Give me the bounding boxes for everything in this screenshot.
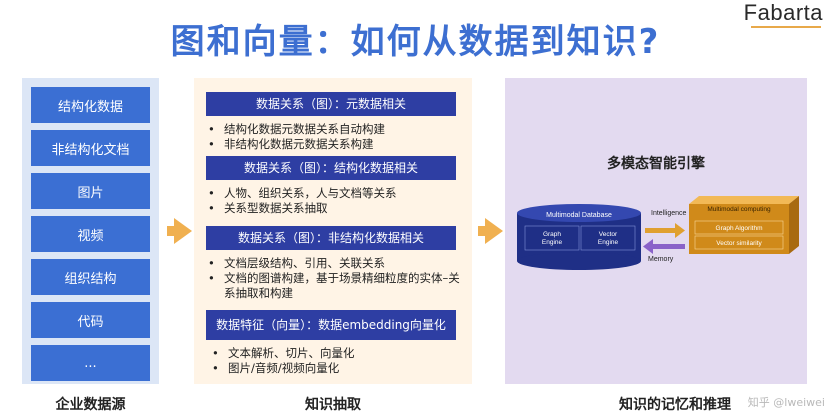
- page-title: 图和向量：如何从数据到知识?: [170, 22, 661, 62]
- vector-similarity-box: [694, 235, 784, 250]
- bullet: 结构化数据元数据关系自动构建: [224, 122, 385, 136]
- flow-arrow-2-bar: [478, 226, 486, 236]
- source-item-structured: 结构化数据: [31, 87, 150, 123]
- flow-arrow-1-icon: [174, 218, 192, 244]
- graph-algorithm-box: [694, 220, 784, 235]
- section-bullets-structured: •人物、组织关系，人与文档等关系 •关系型数据关系抽取: [208, 186, 397, 215]
- bullet: 文档的图谱构建，基于场景精细粒度的实体–关系抽取和构建: [224, 271, 460, 300]
- flow-arrow-1-bar: [167, 226, 175, 236]
- graph-algorithm-label: Graph Algorithm: [716, 225, 763, 232]
- bullet: 关系型数据关系抽取: [224, 201, 328, 215]
- reasoning-label: 知识的记忆和推理: [619, 397, 731, 413]
- source-item-unstructured: 非结构化文档: [31, 130, 150, 166]
- graph-engine-line: Engine: [542, 239, 563, 246]
- brand-logo: Fabarta: [743, 0, 823, 25]
- graph-engine-line: Graph: [543, 231, 561, 238]
- bullet: 人物、组织关系，人与文档等关系: [224, 186, 397, 200]
- vector-similarity-label: Vector similarity: [716, 240, 762, 247]
- source-item-org: 组织结构: [31, 259, 150, 295]
- intelligence-label: Intelligence: [651, 210, 687, 217]
- section-bullets-metadata: •结构化数据元数据关系自动构建 •非结构化数据元数据关系构建: [208, 122, 385, 151]
- memory-label: Memory: [648, 256, 674, 263]
- vector-engine-box: [580, 225, 636, 251]
- source-label: 企业数据源: [55, 397, 126, 413]
- source-item-images: 图片: [31, 173, 150, 209]
- graph-engine-box: [524, 225, 580, 251]
- source-item-code: 代码: [31, 302, 150, 338]
- memory-arrow-icon: [643, 239, 685, 254]
- section-header-unstructured: 数据关系（图）：非结构化数据相关: [206, 226, 456, 250]
- flow-arrow-2-icon: [485, 218, 503, 244]
- extraction-label: 知识抽取: [305, 397, 361, 413]
- computing-cube-icon: [689, 196, 799, 254]
- database-title: Multimodal Database: [546, 212, 612, 219]
- vector-engine-line: Engine: [598, 239, 619, 246]
- logo-underline: [751, 26, 821, 28]
- watermark: 知乎 @lweiwei: [747, 396, 825, 409]
- section-bullets-unstructured: •文档层级结构、引用、关联关系 •文档的图谱构建，基于场景精细粒度的实体–关系抽…: [208, 256, 463, 301]
- engine-title: 多模态智能引擎: [607, 156, 705, 172]
- source-item-video: 视频: [31, 216, 150, 252]
- source-item-more: ...: [31, 345, 150, 381]
- section-header-metadata: 数据关系（图）：元数据相关: [206, 92, 456, 116]
- bullet: 非结构化数据元数据关系构建: [224, 137, 374, 151]
- extraction-panel: 数据关系（图）：元数据相关 •结构化数据元数据关系自动构建 •非结构化数据元数据…: [194, 78, 472, 384]
- bullet: 文本解析、切片、向量化: [228, 346, 355, 360]
- vector-engine-line: Vector: [599, 231, 618, 238]
- section-header-structured: 数据关系（图）：结构化数据相关: [206, 156, 456, 180]
- bullet: 图片/音频/视频向量化: [228, 361, 340, 375]
- section-bullets-vector: •文本解析、切片、向量化 •图片/音频/视频向量化: [212, 346, 355, 375]
- source-panel: 结构化数据 非结构化文档 图片 视频 组织结构 代码 ...: [22, 78, 159, 384]
- intelligence-arrow-icon: [645, 223, 685, 238]
- bullet: 文档层级结构、引用、关联关系: [224, 256, 385, 270]
- computing-title: Multimodal computing: [707, 206, 771, 213]
- section-header-vector: 数据特征（向量）：数据embedding向量化: [206, 310, 456, 340]
